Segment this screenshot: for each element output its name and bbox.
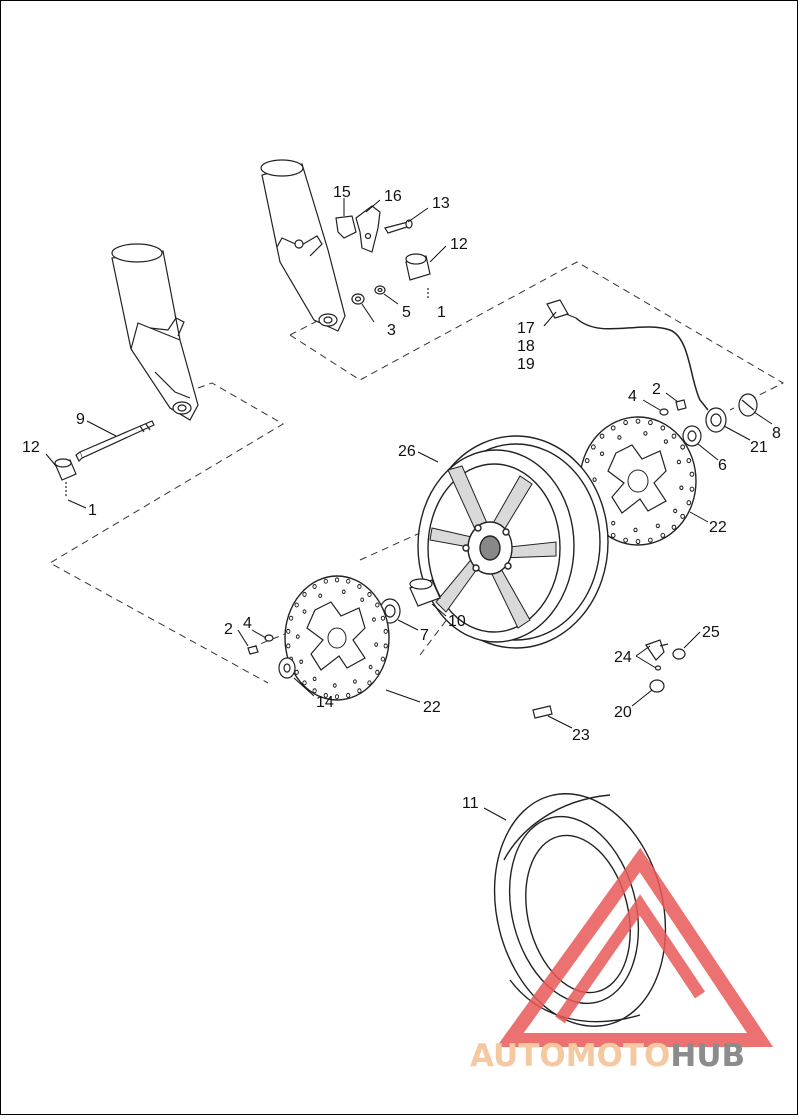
callout-numbers: 15 16 13 12 5 1 3 17 18 19 9 12 1 4 2 8 … — [22, 184, 781, 812]
callout-12-upper: 12 — [450, 236, 468, 253]
callout-7: 7 — [420, 627, 429, 644]
callout-1-upper: 1 — [437, 304, 446, 321]
callout-23: 23 — [572, 727, 590, 744]
callout-4-right: 4 — [628, 388, 637, 405]
valve-stem-parts — [532, 639, 686, 719]
brake-rotor-right — [579, 416, 697, 546]
brake-bracket-parts — [335, 205, 431, 305]
callout-3: 3 — [387, 322, 396, 339]
tire — [493, 793, 667, 1027]
callout-13: 13 — [432, 195, 450, 212]
left-fork-leg — [111, 243, 199, 421]
callout-20: 20 — [614, 704, 632, 721]
callout-21: 21 — [750, 439, 768, 456]
callout-2-right: 2 — [652, 381, 661, 398]
watermark-logo — [496, 847, 774, 1047]
callout-8: 8 — [772, 425, 781, 442]
watermark-part1: AUTOMOTO — [470, 1038, 670, 1074]
callout-15: 15 — [333, 184, 351, 201]
callout-24: 24 — [614, 649, 632, 666]
callout-4-left: 4 — [243, 615, 252, 632]
leader-lines — [45, 198, 773, 821]
callout-5: 5 — [402, 304, 411, 321]
callout-12-left: 12 — [22, 439, 40, 456]
callout-9: 9 — [76, 411, 85, 428]
brake-rotor-left — [284, 575, 390, 701]
callout-11: 11 — [462, 795, 479, 812]
cast-wheel — [417, 435, 609, 649]
callout-6: 6 — [718, 457, 727, 474]
callout-22-upper: 22 — [709, 519, 727, 536]
callout-18: 18 — [517, 338, 535, 355]
callout-16: 16 — [384, 188, 402, 205]
callout-26: 26 — [398, 443, 416, 460]
svg-text:AUTOMOTOHUB: AUTOMOTOHUB — [470, 1038, 745, 1074]
callout-1-left: 1 — [88, 502, 97, 519]
callout-25: 25 — [702, 624, 720, 641]
callout-14: 14 — [316, 694, 334, 711]
wheel-speed-sensor — [546, 299, 709, 411]
hub-side-parts-right — [659, 393, 758, 447]
callout-2-left: 2 — [224, 621, 233, 638]
spacer-left — [54, 458, 77, 496]
watermark-part2: HUB — [670, 1038, 745, 1074]
callout-10: 10 — [448, 613, 466, 630]
callout-19: 19 — [517, 356, 535, 373]
watermark-text: AUTOMOTOHUB — [470, 1038, 745, 1074]
wheel-spacer-bearing — [379, 578, 441, 624]
right-fork-leg — [260, 159, 346, 332]
callout-17: 17 — [517, 320, 535, 337]
hub-side-parts-left — [247, 634, 296, 679]
axle — [75, 420, 155, 463]
callout-22-lower: 22 — [423, 699, 441, 716]
